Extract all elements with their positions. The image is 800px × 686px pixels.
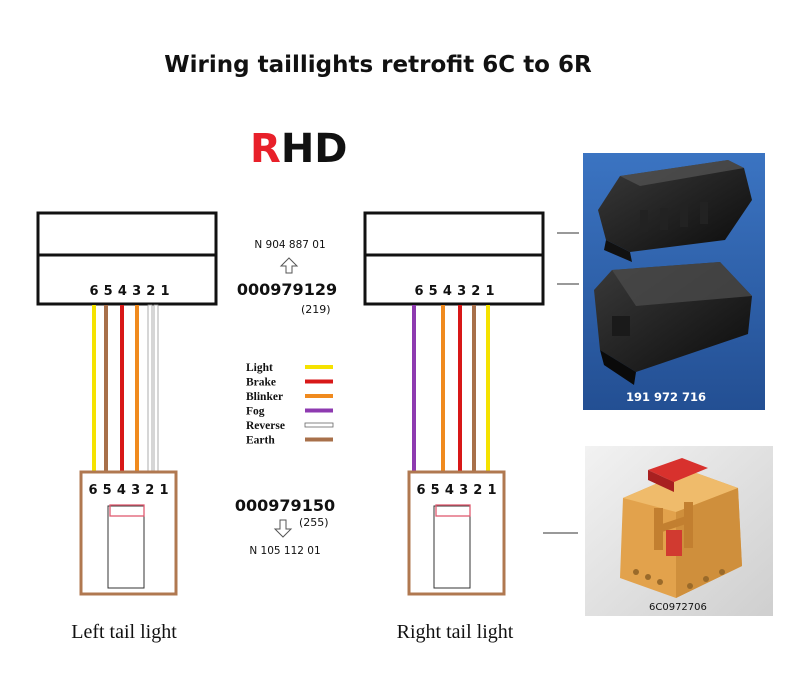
photo-part-number-tail: 6C0972706 [649, 602, 707, 613]
left-tail-socket-latch [109, 504, 145, 517]
right-tail-pin-4: 4 [445, 483, 454, 498]
left-tail-pin-4: 4 [117, 483, 126, 498]
left-tail-connector [79, 470, 178, 596]
right-wire-5-light [486, 305, 490, 473]
right-head-connector [363, 211, 545, 306]
right-head-pin-6: 6 [414, 284, 423, 299]
legend-label-brake: Brake [246, 377, 276, 389]
left-tail-pin-6: 6 [88, 483, 97, 498]
variant-label-first: R [250, 126, 281, 172]
legend-label-fog: Fog [246, 406, 265, 418]
left-wire-bundle [92, 304, 159, 474]
right-tail-pin-6: 6 [416, 483, 425, 498]
right-head-pin-4: 4 [443, 284, 452, 299]
left-tail-pin-2: 2 [145, 483, 154, 498]
left-head-connector-top [36, 211, 218, 257]
legend-label-reverse: Reverse [246, 420, 285, 432]
part-number-tail-connector: 000979150 [235, 496, 335, 515]
right-head-connector-top [363, 211, 545, 257]
legend-label-light: Light [246, 362, 273, 374]
legend-swatch-blinker [305, 394, 333, 398]
left-head-pin-5: 5 [104, 284, 113, 299]
right-tail-light-label: Right tail light [397, 621, 514, 643]
left-head-pin-2: 2 [146, 284, 155, 299]
right-head-pin-2: 2 [471, 284, 480, 299]
right-tail-connector [407, 470, 506, 596]
left-wire-4-blinker [135, 305, 139, 473]
part-number-lower: N 105 112 01 [249, 545, 320, 557]
left-tail-pin-3: 3 [131, 483, 140, 498]
left-head-pin-1: 1 [160, 284, 169, 299]
arrow-down-icon [273, 519, 293, 538]
right-head-connector-bottom [363, 253, 545, 306]
right-head-pin-5: 5 [429, 284, 438, 299]
right-head-pin-3: 3 [457, 284, 466, 299]
arrow-up-icon [279, 257, 299, 274]
right-tail-pin-2: 2 [473, 483, 482, 498]
right-tail-socket-slot [433, 505, 471, 589]
left-head-pin-4: 4 [118, 284, 127, 299]
right-wire-4-earth [472, 305, 476, 473]
photo-part-number-head: 191 972 716 [626, 390, 706, 404]
right-tail-pin-3: 3 [459, 483, 468, 498]
right-tail-pin-1: 1 [487, 483, 496, 498]
left-head-pin-3: 3 [132, 284, 141, 299]
left-wire-1-light [92, 305, 96, 473]
variant-label-rest: HD [281, 126, 348, 172]
left-wire-3-brake [120, 305, 124, 473]
legend-swatch-light [305, 365, 333, 369]
left-wire-5-reverse [147, 304, 153, 474]
right-head-pin-1: 1 [485, 284, 494, 299]
left-head-connector [36, 211, 218, 306]
tail-socket-photo: 6C0972706 [585, 446, 773, 616]
part-number-head-connector-sub: (219) [301, 303, 331, 316]
left-tail-pin-1: 1 [159, 483, 168, 498]
right-wire-2-blinker [441, 305, 445, 473]
legend-label-blinker: Blinker [246, 391, 283, 403]
left-tail-light-label: Left tail light [71, 621, 177, 643]
legend-swatch-reverse [304, 422, 334, 428]
legend-label-earth: Earth [246, 435, 275, 447]
diagram-title: Wiring taillights retrofit 6C to 6R [164, 52, 592, 78]
right-tail-pin-5: 5 [431, 483, 440, 498]
legend-swatch-fog [305, 408, 333, 413]
left-wire-6-reverse [153, 304, 159, 474]
right-wire-3-brake [458, 305, 462, 473]
part-number-head-connector: 000979129 [237, 280, 337, 299]
left-head-pin-6: 6 [89, 284, 98, 299]
left-wire-2-earth [104, 305, 108, 473]
socket-latch [648, 458, 708, 482]
part-number-upper: N 904 887 01 [254, 239, 325, 251]
legend-swatch-earth [305, 437, 333, 442]
right-tail-socket-latch [435, 504, 471, 517]
right-wire-bundle [412, 305, 490, 473]
right-wire-1-fog [412, 305, 416, 473]
left-tail-socket-slot [107, 505, 145, 589]
part-number-tail-connector-sub: (255) [299, 516, 329, 529]
variant-label: RHD [250, 126, 348, 172]
left-tail-pin-5: 5 [103, 483, 112, 498]
left-head-connector-bottom [36, 253, 218, 306]
legend-swatch-brake [305, 379, 333, 384]
head-connector-photo: 191 972 716 [583, 153, 765, 410]
